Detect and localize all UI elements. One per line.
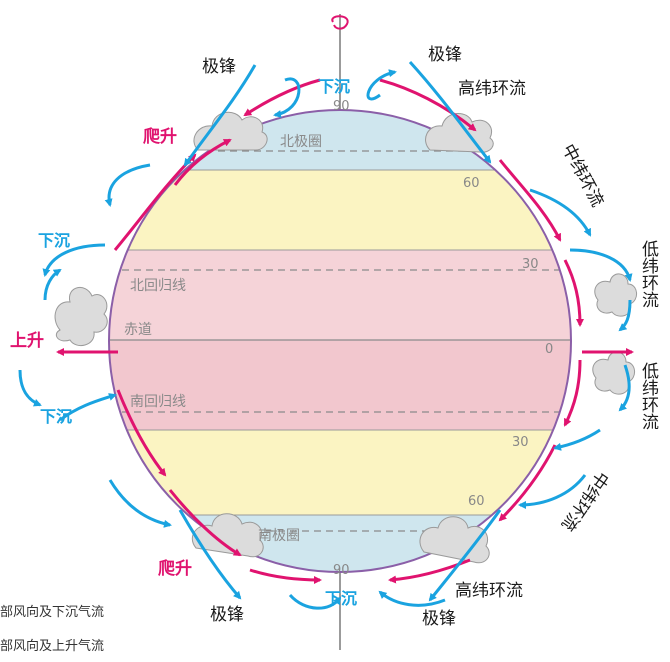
arrow-mid-bottom-right — [498, 444, 557, 522]
arrow-polar-front-bottom-left — [178, 509, 242, 600]
arrow-right-mid-bottom — [518, 474, 587, 509]
arrow-polar-top-left — [243, 78, 321, 117]
label-arctic-circle: 北极圈 — [280, 134, 322, 150]
zone-temperate-south — [109, 430, 571, 515]
arrow-sink-bottom-left — [288, 593, 342, 610]
zone-tropical-south — [109, 340, 571, 430]
cloud-bottom-right — [419, 516, 490, 564]
label-low-lat-cell-south: 低纬环流 — [638, 362, 659, 430]
arrow-polar-front-bottom-right — [428, 509, 502, 602]
cloud-top-left — [193, 111, 268, 151]
label-mid-lat-cell-top: 中纬环流 — [558, 141, 608, 210]
arrow-left-south-1 — [116, 389, 167, 477]
arrow-left-mid-2 — [43, 268, 62, 301]
lat-30-south: 30 — [512, 435, 529, 450]
lat-60-north: 60 — [463, 176, 480, 191]
descending-arrows — [18, 60, 633, 610]
lat-90-south: 90 — [333, 563, 350, 578]
label-sink-top: 下沉 — [318, 77, 350, 96]
label-climb-top: 爬升 — [143, 126, 177, 147]
arrow-low-right-north — [563, 259, 584, 327]
arrow-sink-top-left — [273, 77, 301, 118]
cloud-left-equator — [54, 287, 108, 347]
arrow-polar-front-top-right — [408, 60, 492, 164]
label-antarctic-circle: 南极圈 — [258, 528, 300, 544]
cloud-right-north — [594, 273, 637, 317]
globe-outline — [108, 109, 572, 573]
lat-60-south: 60 — [468, 494, 485, 509]
arrow-climb-top-left-2 — [173, 138, 232, 186]
rotation-arrow-icon — [331, 15, 349, 30]
arrow-right-low-top-2 — [618, 299, 632, 332]
label-tropic-capricorn: 南回归线 — [130, 393, 186, 410]
label-sink-left-north: 下沉 — [38, 231, 70, 250]
arrow-right-low-top — [569, 248, 633, 282]
arrow-right-mid-top — [529, 188, 592, 237]
lat-90-north: 90 — [333, 99, 350, 114]
arrow-low-right-south — [563, 359, 582, 427]
arrow-mid-top-right — [498, 159, 562, 242]
label-low-lat-cell-north: 低纬环流 — [638, 240, 659, 308]
rising-arrows — [56, 78, 634, 584]
lat-0: 0 — [545, 342, 553, 357]
label-polar-front-bottom-right: 极锋 — [422, 609, 456, 629]
arrow-left-mid-1 — [42, 243, 106, 277]
label-climb-bottom: 爬升 — [158, 558, 192, 579]
arrow-sink-top-right — [366, 69, 397, 101]
arrow-left-south-2 — [168, 489, 242, 557]
label-sink-bottom: 下沉 — [325, 589, 357, 608]
lat-30-north: 30 — [522, 257, 539, 272]
label-polar-front-top-right: 极锋 — [428, 45, 462, 65]
legend-item-rising: 部风向及上升气流 — [0, 638, 104, 654]
zone-temperate-north — [109, 170, 571, 250]
label-high-lat-cell-top: 高纬环流 — [458, 79, 526, 99]
arrow-right-low-bottom-2 — [553, 428, 601, 451]
label-tropic-cancer: 北回归线 — [130, 277, 186, 294]
label-equator: 赤道 — [124, 322, 152, 338]
arrow-left-high-1 — [104, 163, 151, 207]
zone-tropical-north — [109, 250, 571, 340]
clouds — [54, 111, 637, 564]
arrow-right-low-bottom — [618, 364, 631, 412]
arrow-left-low-2 — [59, 393, 117, 422]
label-polar-front-bottom-left: 极锋 — [210, 605, 244, 625]
arrow-sink-bottom-right — [378, 590, 446, 607]
arrow-left-south-3 — [108, 479, 172, 528]
label-sink-left-south: 下沉 — [40, 407, 72, 426]
arrow-polar-top-right — [379, 78, 477, 132]
label-polar-front-top-left: 极锋 — [202, 57, 236, 77]
arrow-polar-front-top-left — [183, 64, 257, 167]
cloud-right-south — [592, 351, 635, 395]
arrow-left-low-1 — [18, 369, 42, 407]
label-high-lat-cell-bottom: 高纬环流 — [455, 581, 523, 601]
label-rise-equator: 上升 — [10, 331, 44, 351]
arrow-polar-bottom-left — [249, 568, 322, 584]
legend-item-descending: 部风向及下沉气流 — [0, 604, 104, 620]
